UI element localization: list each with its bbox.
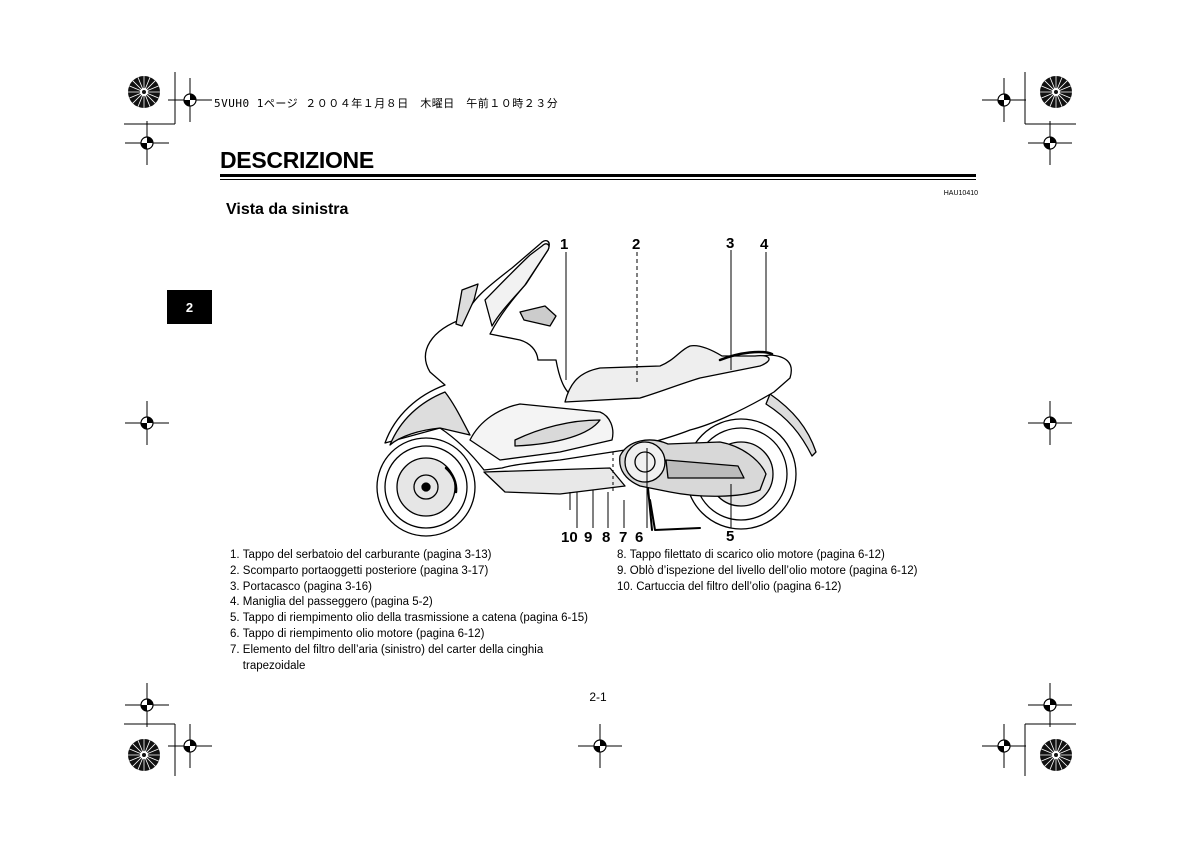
- callout-6: 6: [635, 529, 644, 546]
- legend-text: Oblò d’ispezione del livello dell’olio m…: [629, 564, 918, 577]
- legend-number: 6.: [230, 627, 243, 640]
- legend-text: Tappo filettato di scarico olio motore (…: [629, 549, 885, 561]
- callout-7: 7: [619, 529, 628, 546]
- legend-item-2: 2. Scomparto portaoggetti posteriore (pa…: [230, 564, 600, 580]
- legend-number: 2.: [230, 564, 243, 577]
- legend-text: Maniglia del passeggero (pagina 5-2): [242, 596, 433, 609]
- legend-text: Cartuccia del filtro dell’olio (pagina 6…: [636, 580, 842, 593]
- callout-10: 10: [561, 529, 578, 546]
- callout-2: 2: [632, 236, 641, 253]
- legend-number: 10.: [617, 580, 637, 593]
- legend-number: 1.: [230, 549, 243, 561]
- legend-number: 8.: [617, 549, 630, 561]
- callout-8: 8: [602, 529, 611, 546]
- legend-number: 5.: [230, 612, 243, 625]
- legend-number: 3.: [230, 580, 243, 593]
- legend-right-column: 8. Tappo filettato di scarico olio motor…: [617, 548, 947, 595]
- chapter-tab-label: 2: [185, 299, 194, 315]
- legend-text: Scomparto portaoggetti posteriore (pagin…: [242, 564, 489, 577]
- legend-text: Elemento del filtro dell’aria (sinistro)…: [242, 643, 544, 672]
- page-number: 2-1: [589, 690, 607, 704]
- section-title: DESCRIZIONE: [220, 147, 374, 173]
- callout-9: 9: [584, 529, 593, 546]
- legend-item-8: 8. Tappo filettato di scarico olio motor…: [617, 548, 947, 564]
- callout-1: 1: [560, 236, 569, 253]
- legend-item-10: 10. Cartuccia del filtro dell’olio (pagi…: [617, 580, 947, 596]
- legend-text: Tappo di riempimento olio motore (pagina…: [242, 627, 485, 640]
- callout-4: 4: [760, 236, 769, 253]
- chapter-tab: 2: [167, 290, 212, 324]
- legend-item-5: 5. Tappo di riempimento olio della trasm…: [230, 611, 600, 627]
- legend-item-3: 3. Portacasco (pagina 3-16): [230, 580, 600, 596]
- legend-text: Tappo del serbatoio del carburante (pagi…: [242, 549, 492, 561]
- legend-number: 4.: [230, 596, 243, 609]
- legend-text: Tappo di riempimento olio della trasmiss…: [242, 612, 588, 625]
- document-code: HAU10410: [943, 190, 978, 197]
- legend-item-4: 4. Maniglia del passeggero (pagina 5-2): [230, 595, 600, 611]
- legend-text: Portacasco (pagina 3-16): [242, 580, 372, 593]
- callout-5: 5: [726, 528, 735, 545]
- legend-number: 9.: [617, 564, 630, 577]
- legend-left-column: 1. Tappo del serbatoio del carburante (p…: [230, 548, 600, 674]
- front-wheel: [376, 437, 476, 537]
- title-rule-thin: [220, 179, 976, 180]
- legend-item-7: 7. Elemento del filtro dell’aria (sinist…: [230, 643, 600, 675]
- legend-item-1: 1. Tappo del serbatoio del carburante (p…: [230, 548, 600, 564]
- print-header-line: 5VUH0 1ページ ２００４年１月８日 木曜日 午前１０時２３分: [214, 97, 559, 110]
- legend-item-9: 9. Oblò d’ispezione del livello dell’oli…: [617, 564, 947, 580]
- legend-number: 7.: [230, 643, 243, 656]
- legend-item-6: 6. Tappo di riempimento olio motore (pag…: [230, 627, 600, 643]
- title-rule: [220, 174, 976, 177]
- callout-3: 3: [726, 235, 735, 252]
- subtitle: Vista da sinistra: [226, 201, 349, 218]
